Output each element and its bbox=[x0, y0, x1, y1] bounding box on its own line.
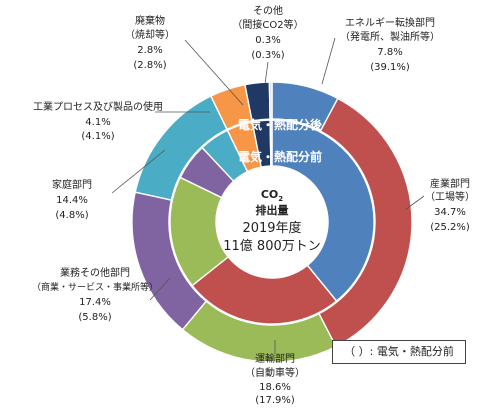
label-business-after: 17.4% bbox=[79, 297, 111, 308]
label-transport-sub: （自動車等） bbox=[245, 366, 305, 379]
label-household-after: 14.4% bbox=[56, 195, 88, 206]
center-co: CO bbox=[261, 188, 278, 201]
label-industry-name: 産業部門 bbox=[430, 177, 470, 190]
label-process: 工業プロセス及び製品の使用 4.1% (4.1%) bbox=[33, 100, 163, 142]
label-transport-before: (17.9%) bbox=[255, 395, 295, 406]
label-energy-before: (39.1%) bbox=[370, 62, 410, 73]
leader-line-household bbox=[111, 149, 166, 194]
inner-slice-other bbox=[269, 119, 273, 167]
outer-slice-other bbox=[268, 81, 273, 120]
label-energy-name: エネルギー転換部門 bbox=[345, 16, 435, 29]
inner-slice-energy bbox=[271, 119, 375, 302]
label-business-sub: （商業・サービス・事業所等） bbox=[32, 281, 158, 293]
center-year: 2019年度 bbox=[242, 220, 301, 236]
label-process-before: (4.1%) bbox=[81, 131, 114, 142]
label-household: 家庭部門 14.4% (4.8%) bbox=[52, 178, 92, 221]
label-household-name: 家庭部門 bbox=[52, 178, 92, 191]
center-total: 11億 800万トン bbox=[223, 238, 321, 254]
label-process-name: 工業プロセス及び製品の使用 bbox=[33, 100, 163, 113]
donut-slices bbox=[131, 81, 413, 363]
inner-ring-label: 電気・熱配分前 bbox=[238, 149, 322, 164]
label-energy: エネルギー転換部門 （発電所、製油所等） 7.8% (39.1%) bbox=[340, 16, 440, 73]
label-other-sub: （間接CO2等） bbox=[232, 18, 303, 31]
label-energy-after: 7.8% bbox=[377, 47, 402, 58]
label-waste-after: 2.8% bbox=[137, 45, 162, 56]
center-co-subscript: 2 bbox=[278, 195, 283, 203]
leader-line-business bbox=[149, 277, 171, 301]
label-other-name: その他 bbox=[253, 4, 283, 17]
svg-text:CO2: CO2 bbox=[261, 188, 283, 203]
label-industry-sub: （工場等） bbox=[425, 190, 475, 203]
label-household-before: (4.8%) bbox=[55, 210, 88, 221]
center-label: CO2 排出量 2019年度 11億 800万トン bbox=[223, 188, 321, 254]
leader-lines bbox=[111, 37, 425, 354]
label-business: 業務その他部門 （商業・サービス・事業所等） 17.4% (5.8%) bbox=[32, 266, 158, 323]
inner-slice-industry bbox=[191, 255, 338, 325]
label-other-before: (0.3%) bbox=[251, 50, 284, 61]
label-transport-after: 18.6% bbox=[259, 382, 291, 393]
label-transport: 運輸部門 （自動車等） 18.6% (17.9%) bbox=[245, 352, 305, 406]
leader-line-energy bbox=[321, 37, 336, 85]
leader-line-waste bbox=[184, 39, 244, 106]
label-waste-sub: （焼却等） bbox=[125, 28, 175, 41]
label-other: その他 （間接CO2等） 0.3% (0.3%) bbox=[232, 4, 303, 61]
leader-line-industry bbox=[404, 195, 425, 211]
label-transport-name: 運輸部門 bbox=[255, 352, 295, 365]
label-waste-before: (2.8%) bbox=[133, 60, 166, 71]
label-process-after: 4.1% bbox=[85, 117, 110, 128]
outer-ring-label: 電気・熱配分後 bbox=[238, 117, 323, 132]
center-emission-label: 排出量 bbox=[256, 203, 289, 217]
label-industry: 産業部門 （工場等） 34.7% (25.2%) bbox=[425, 177, 475, 233]
leader-line-other bbox=[264, 61, 269, 85]
label-business-before: (5.8%) bbox=[78, 312, 111, 323]
label-industry-after: 34.7% bbox=[434, 207, 466, 218]
label-waste-name: 廃棄物 bbox=[135, 14, 165, 27]
legend-box: （ ）: 電気・熱配分前 bbox=[332, 340, 466, 364]
label-other-after: 0.3% bbox=[255, 35, 280, 46]
label-business-name: 業務その他部門 bbox=[60, 266, 130, 279]
label-industry-before: (25.2%) bbox=[430, 222, 470, 233]
label-energy-sub: （発電所、製油所等） bbox=[340, 30, 440, 43]
label-waste: 廃棄物 （焼却等） 2.8% (2.8%) bbox=[125, 14, 175, 71]
